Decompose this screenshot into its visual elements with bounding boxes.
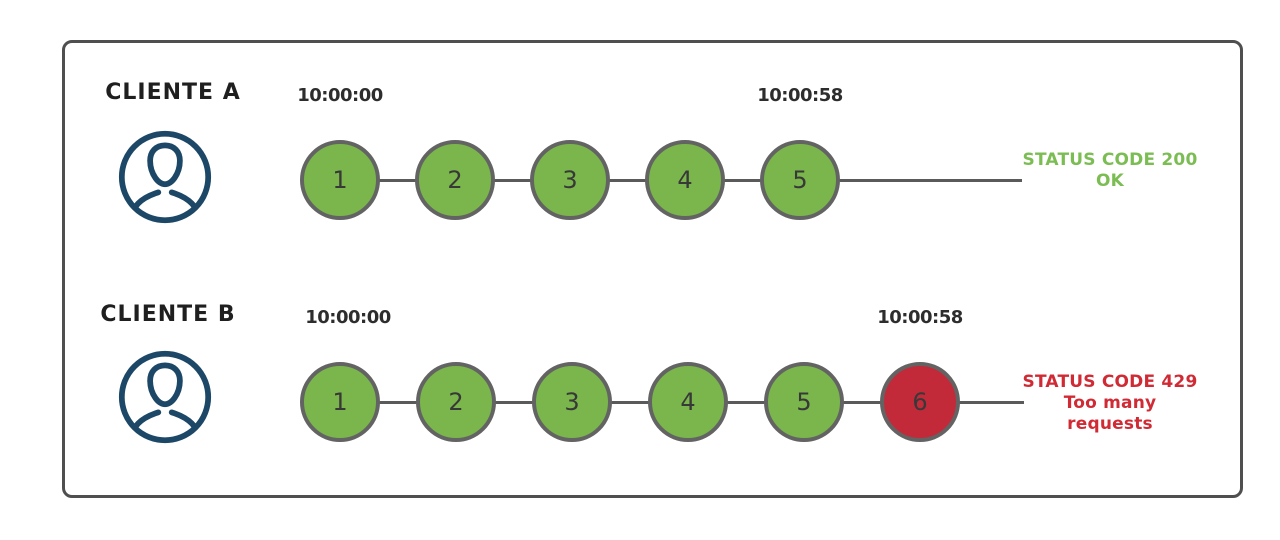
request-circle: 1 xyxy=(300,140,380,220)
request-circle: 5 xyxy=(760,140,840,220)
status-detail-label: OK xyxy=(1095,171,1125,191)
timestamp-start-a: 10:00:00 xyxy=(297,85,383,106)
timestamp-end-b: 10:00:58 xyxy=(877,307,963,328)
user-avatar-icon xyxy=(118,130,212,224)
request-circle: 3 xyxy=(532,362,612,442)
status-result-b: STATUS CODE 429 Too many requests xyxy=(1022,372,1198,435)
request-circle: 4 xyxy=(645,140,725,220)
client-b-label: CLIENTE B xyxy=(100,302,236,327)
request-circle: 1 xyxy=(300,362,380,442)
request-circle: 2 xyxy=(416,362,496,442)
status-code-label: STATUS CODE 429 xyxy=(1022,372,1198,392)
timestamp-end-a: 10:00:58 xyxy=(757,85,843,106)
status-result-a: STATUS CODE 200 OK xyxy=(1022,150,1198,192)
timestamp-start-b: 10:00:00 xyxy=(305,307,391,328)
status-code-label: STATUS CODE 200 xyxy=(1022,150,1198,170)
user-avatar-icon xyxy=(118,350,212,444)
client-a-label: CLIENTE A xyxy=(105,80,241,105)
request-circle: 4 xyxy=(648,362,728,442)
request-circle-rate-limited: 6 xyxy=(880,362,960,442)
request-circle: 5 xyxy=(764,362,844,442)
status-detail-label: Too many requests xyxy=(1063,393,1157,434)
request-circle: 3 xyxy=(530,140,610,220)
request-circle: 2 xyxy=(415,140,495,220)
